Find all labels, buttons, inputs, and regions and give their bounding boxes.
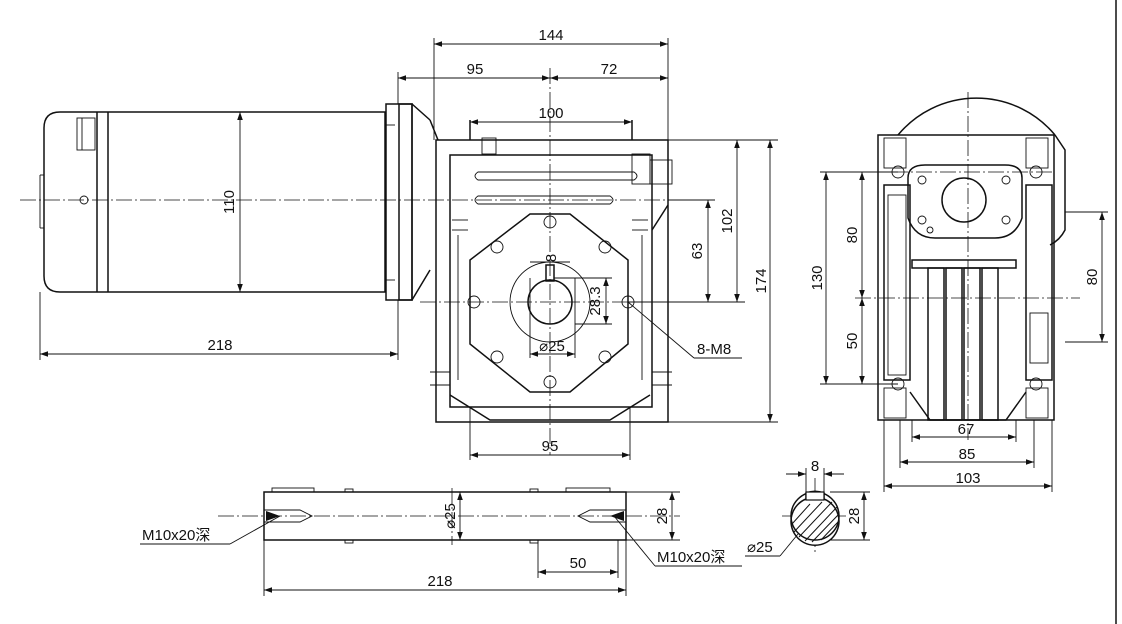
motor-flange — [385, 103, 439, 301]
dim-label: 103 — [955, 470, 980, 487]
dim-label: 50 — [570, 555, 587, 572]
dim-label: 110 — [221, 190, 238, 214]
front-view: 144 95 72 100 102 63 — [20, 27, 778, 460]
dim-label: 95 — [542, 438, 559, 455]
bolt-hole — [543, 375, 557, 389]
dimension-side-50-lower: 50 — [844, 298, 865, 384]
dimension-shaft-diameter: ⌀25 — [442, 492, 463, 540]
dim-label: 95 — [467, 61, 484, 78]
dim-label: 8 — [543, 254, 560, 262]
dim-label: 72 — [601, 61, 618, 78]
bolt-hole — [490, 350, 504, 364]
callout-section-diameter: ⌀25 — [745, 533, 799, 557]
bolt-hole — [467, 295, 481, 309]
side-view: 130 80 50 80 67 85 — [809, 92, 1108, 492]
dim-label: 8 — [811, 458, 819, 475]
dimension-section-key-width: 8 — [786, 458, 844, 492]
dimension-side-80-upper: 80 — [844, 172, 865, 298]
dim-label: 67 — [958, 421, 975, 438]
dim-label: 218 — [427, 573, 452, 590]
dim-label: 63 — [689, 243, 706, 260]
gearbox-housing — [430, 120, 673, 423]
dimension-motor-side: 95 — [397, 61, 550, 104]
dim-label: 28 — [846, 508, 863, 525]
shaft-view: M10x20深 M10x20深 ⌀25 28 50 218 — [140, 487, 742, 596]
bolt-hole — [598, 240, 612, 254]
dimension-key-width: 8 — [530, 254, 570, 263]
bolt-hole — [543, 215, 557, 229]
section-hatch — [791, 501, 840, 543]
dim-label: 80 — [1084, 269, 1101, 286]
dim-label: 144 — [538, 27, 563, 44]
dim-label: 28.3 — [587, 286, 604, 315]
dimension-key-length: 50 — [537, 540, 619, 578]
dimension-base-width: 95 — [469, 422, 631, 460]
dim-label: 28 — [654, 508, 671, 525]
dimension-output-side: 72 — [550, 61, 668, 81]
dim-label: 218 — [207, 337, 232, 354]
dimension-side-103: 103 — [883, 420, 1053, 492]
dim-label: 80 — [844, 227, 861, 244]
motor-body — [39, 111, 395, 293]
dimension-bolt-spacing: 100 — [470, 105, 632, 125]
dim-label: M10x20深 — [142, 527, 210, 544]
dim-label: 174 — [753, 268, 770, 293]
dimension-motor-length: 218 — [39, 292, 399, 360]
dimension-bore: ⌀25 — [529, 338, 576, 358]
dim-label: 100 — [538, 105, 563, 122]
dim-label: ⌀25 — [442, 503, 459, 529]
dim-label: 85 — [959, 446, 976, 463]
dimension-section-height: 28 — [830, 491, 870, 541]
dimension-shaft-height: 28 — [626, 491, 680, 541]
dim-label: ⌀25 — [539, 338, 565, 355]
dimension-center-102: 102 — [628, 139, 745, 303]
callout-left-thread: M10x20深 — [140, 515, 281, 545]
dimension-motor-diameter: 110 — [221, 112, 243, 292]
dimension-width-total: 144 — [433, 27, 669, 140]
dimension-shaft-length: 218 — [263, 540, 627, 596]
dim-label: 130 — [809, 265, 826, 290]
dimension-key-height: 28.3 — [554, 277, 612, 325]
dimension-side-80-right: 80 — [1065, 211, 1108, 343]
dimension-center-63: 63 — [668, 199, 715, 302]
output-flange — [467, 213, 635, 393]
bolt-hole — [598, 350, 612, 364]
section-view: 8 28 ⌀25 — [745, 458, 870, 557]
dimension-side-130: 130 — [809, 171, 898, 385]
bolt-hole — [490, 240, 504, 254]
dim-label: M10x20深 — [657, 549, 725, 566]
dimension-side-67: 67 — [911, 420, 1017, 442]
dimension-height-total: 174 — [668, 139, 778, 423]
dim-label: 50 — [844, 333, 861, 350]
callout-flange-holes: 8-M8 — [627, 301, 742, 359]
callout-right-thread: M10x20深 — [613, 515, 742, 567]
dim-label: ⌀25 — [747, 539, 773, 556]
dim-label: 102 — [719, 208, 736, 233]
dimension-side-85: 85 — [899, 420, 1035, 468]
dim-label: 8-M8 — [697, 341, 731, 358]
